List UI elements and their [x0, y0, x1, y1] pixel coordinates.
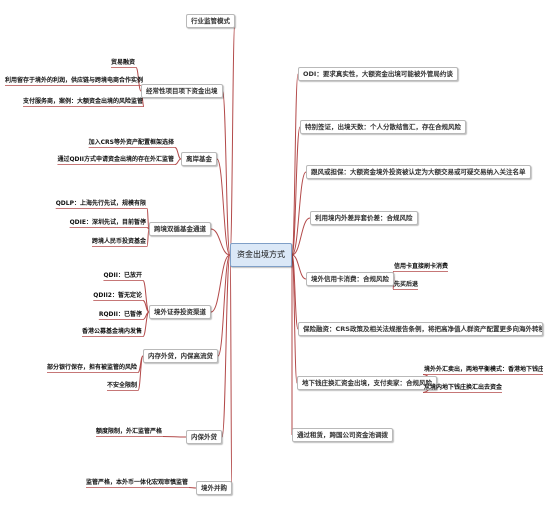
- leaf-macro-prudential: 监管严格，本外币一体化宏观审慎监管: [85, 479, 188, 486]
- branch-domestic-guarantee-foreign-loan: 内保外贷: [186, 430, 222, 444]
- branch-follow-guarantee: 跟风或担保：大额资金境外投资被认定为大额交易或可疑交易纳入关注名单: [306, 165, 531, 179]
- branch-leasing-cash-pool: 通过租赁，跨国公司资金池调拨: [292, 428, 393, 442]
- edge-center-to-branch-domestic-guarantee-foreign-loan: [221, 254, 231, 438]
- edge-center-to-branch-domestic-deposit-foreign-loan: [217, 254, 231, 357]
- edge-center-to-branch-special-visa: [291, 126, 301, 256]
- branch-overseas-securities: 境外证券投资渠道: [149, 305, 211, 319]
- edge-center-to-branch-industry-regulation-mode: [229, 20, 236, 256]
- edge-branch-overseas-acquisition-to-leaf-macro-prudential: [188, 487, 197, 489]
- edge-center-to-branch-follow-guarantee: [291, 171, 307, 256]
- edge-branch-overseas-securities-to-leaf-hk-mutual-fund: [142, 311, 150, 337]
- leaf-payment-provider: 支付服务商，案例：大额资金出境的风险监管: [22, 98, 143, 105]
- edge-center-to-branch-insurance-financing: [291, 254, 299, 330]
- leaf-rmb-investment-fund: 跨境人民币投资基金: [91, 238, 146, 245]
- leaf-quota-limit: 额度限制，外汇监管严格: [95, 428, 162, 435]
- branch-offshore-fund: 离岸基金: [181, 152, 217, 166]
- branch-domestic-deposit-foreign-loan: 内存外贷，内保高流贷: [143, 349, 218, 363]
- edge-center-to-branch-offshore-fund: [216, 158, 231, 256]
- branch-insurance-financing: 保险融资：CRS政策及相关法规报告条例，将把高净值人群资产配置更多向海外转移: [298, 322, 543, 336]
- edge-center-to-branch-odi: [291, 73, 299, 256]
- leaf-overseas-profit: 利用留存于境外的利润，供应链与跨境电商合作实例: [4, 77, 143, 84]
- leaf-crs-asset-allocation: 加入CRS等外资产配置框架选择: [88, 139, 174, 146]
- branch-current-account-outflow: 经常性项目项下资金出境: [141, 84, 223, 98]
- leaf-buy-then-return: 先买后退: [394, 281, 419, 288]
- branch-overseas-acquisition: 境外并购: [196, 481, 232, 495]
- leaf-domestic-underground-bank: 从境内地下钱庄换汇出去资金: [424, 384, 503, 391]
- leaf-qdii: QDII：已放开: [103, 272, 142, 279]
- edge-branch-current-account-outflow-to-leaf-trade-financing: [135, 67, 142, 92]
- leaf-qdlp: QDLP：上海先行先试，规模有限: [55, 200, 146, 207]
- edge-center-to-branch-underground-bank: [291, 254, 298, 384]
- edge-center-to-branch-cross-border-fund-channel: [210, 228, 231, 256]
- edge-center-to-branch-overseas-credit-card: [291, 254, 307, 280]
- branch-industry-regulation-mode: 行业监管模式: [186, 14, 235, 28]
- leaf-qdii-fx-regulation: 通过QDII方式申请资金出境的存在外汇监管: [57, 156, 174, 163]
- leaf-credit-card-direct: 信用卡直接刷卡消费: [394, 263, 449, 270]
- leaf-hk-mutual-fund: 香港公募基金境内发售: [81, 328, 142, 335]
- leaf-hk-underground-bank: 境外外汇卖出，两地平衡模式：香港地下钱庄换汇: [424, 366, 543, 373]
- leaf-unsafe-limit: 不安全限制: [106, 382, 137, 389]
- edge-branch-domestic-deposit-foreign-loan-to-leaf-unsafe-limit: [137, 355, 144, 391]
- branch-special-visa: 特别签证，出境天数：个人分散结售汇，存在合规风险: [300, 120, 466, 134]
- edge-center-to-branch-price-difference: [291, 217, 311, 256]
- edge-center-to-branch-overseas-securities: [210, 254, 231, 313]
- leaf-bank-storage-risk: 部分银行保存，担有被监管的风险: [46, 364, 137, 371]
- branch-cross-border-fund-channel: 跨境双循基金通道: [149, 222, 211, 236]
- leaf-qdie: QDIE：深圳先试，目前暂停: [69, 219, 146, 226]
- edge-center-to-branch-overseas-acquisition: [229, 254, 233, 489]
- branch-price-difference: 利用境内外差异套价差：合规风险: [310, 211, 418, 225]
- branch-odi: ODI：要求真实性，大额资金出境可能被外管局约谈: [298, 67, 458, 81]
- edge-branch-domestic-guarantee-foreign-loan-to-leaf-quota-limit: [162, 436, 187, 438]
- edge-branch-offshore-fund-to-leaf-qdii-fx-regulation: [174, 158, 182, 165]
- central-topic: 资金出境方式: [230, 243, 292, 267]
- leaf-rqdii: RQDII：已暂停: [98, 311, 142, 318]
- branch-overseas-credit-card: 境外信用卡消费：合规风险: [306, 272, 394, 286]
- leaf-trade-financing: 贸易融资: [110, 59, 135, 66]
- leaf-qdii2: QDII2：暂无定论: [93, 292, 142, 299]
- edge-center-to-branch-current-account-outflow: [222, 90, 231, 256]
- branch-underground-bank: 地下钱庄换汇资金出境，支付卖家：合规风险: [297, 376, 437, 390]
- edge-branch-cross-border-fund-channel-to-leaf-rmb-investment-fund: [146, 228, 150, 247]
